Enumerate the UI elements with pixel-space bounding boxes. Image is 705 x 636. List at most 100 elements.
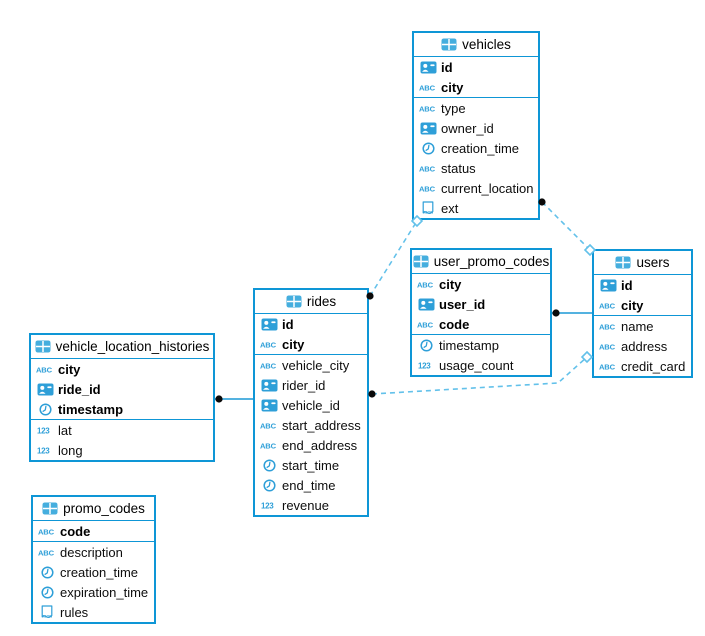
text-type-icon: ABC <box>599 342 616 351</box>
column-type-slot: ABC <box>418 103 438 113</box>
table-name: vehicles <box>462 37 511 52</box>
column-row-user_id: user_id <box>412 294 550 314</box>
column-row-id: id <box>594 275 691 295</box>
table-vehicles[interactable]: vehicles id ABC city ABC type owner_id c… <box>412 31 540 220</box>
svg-text:ABC: ABC <box>599 342 616 351</box>
table-rides[interactable]: rides id ABC city ABC vehicle_city rider… <box>253 288 369 517</box>
text-type-icon: ABC <box>417 320 434 329</box>
column-name: type <box>441 100 466 116</box>
table-user_promo_codes[interactable]: user_promo_codes ABC city user_id ABC co… <box>410 248 552 377</box>
table-users[interactable]: users id ABC city ABC name ABC address A… <box>592 249 693 378</box>
columns-section: ABC type owner_id creation_time ABC stat… <box>414 98 538 218</box>
svg-text:ABC: ABC <box>260 421 277 430</box>
column-name: usage_count <box>439 357 514 373</box>
column-type-slot: ABC <box>259 420 279 430</box>
columns-section: 123 lat 123 long <box>31 420 213 460</box>
column-name: start_time <box>282 457 340 473</box>
text-type-icon: ABC <box>36 365 53 374</box>
column-name: city <box>621 297 644 313</box>
uuid-icon <box>600 279 616 291</box>
column-name: name <box>621 318 654 334</box>
text-type-icon: ABC <box>260 361 277 370</box>
svg-text:ABC: ABC <box>417 280 434 289</box>
column-type-slot: 123 <box>259 500 279 510</box>
column-row-city: ABC city <box>594 295 691 315</box>
column-type-slot: JSON <box>37 605 57 619</box>
uuid-icon <box>420 61 436 73</box>
column-row-rider_id: rider_id <box>255 375 367 395</box>
column-name: revenue <box>282 497 329 513</box>
column-type-slot: 123 <box>35 445 55 455</box>
table-icon <box>286 295 302 308</box>
uuid-icon <box>261 399 277 411</box>
column-type-slot: ABC <box>418 163 438 173</box>
table-name: promo_codes <box>63 501 145 516</box>
column-name: rules <box>60 604 89 620</box>
table-vehicle_location_histories[interactable]: vehicle_location_histories ABC city ride… <box>29 333 215 462</box>
text-type-icon: ABC <box>38 527 55 536</box>
clock-icon <box>262 458 276 472</box>
column-row-current_location: ABC current_location <box>414 178 538 198</box>
clock-icon <box>419 338 433 352</box>
svg-text:ABC: ABC <box>419 83 436 92</box>
svg-text:ABC: ABC <box>260 340 277 349</box>
column-type-slot: ABC <box>598 361 618 371</box>
column-row-city: ABC city <box>31 359 213 379</box>
table-header[interactable]: vehicles <box>414 33 538 57</box>
text-type-icon: ABC <box>599 362 616 371</box>
column-type-slot: ABC <box>416 319 436 329</box>
number-type-icon: 123 <box>37 426 51 435</box>
table-header[interactable]: rides <box>255 290 367 314</box>
table-header[interactable]: user_promo_codes <box>412 250 550 274</box>
svg-text:ABC: ABC <box>599 322 616 331</box>
column-row-type: ABC type <box>414 98 538 118</box>
text-type-icon: ABC <box>38 548 55 557</box>
column-type-slot: ABC <box>418 183 438 193</box>
column-row-city: ABC city <box>255 334 367 354</box>
column-name: description <box>60 544 123 560</box>
table-promo_codes[interactable]: promo_codes ABC code ABC description cre… <box>31 495 156 624</box>
column-type-slot: 123 <box>35 425 55 435</box>
column-type-slot <box>416 338 436 352</box>
json-type-icon: JSON <box>41 605 52 619</box>
column-row-city: ABC city <box>412 274 550 294</box>
key-columns-section: id ABC city <box>255 314 367 355</box>
column-type-slot: JSON <box>418 201 438 215</box>
column-type-slot: ABC <box>35 364 55 374</box>
column-type-slot: ABC <box>259 440 279 450</box>
table-name: users <box>636 255 670 270</box>
svg-text:ABC: ABC <box>260 441 277 450</box>
column-row-end_address: ABC end_address <box>255 435 367 455</box>
column-type-slot <box>35 402 55 416</box>
relation-dot-marker <box>368 390 376 398</box>
column-row-id: id <box>255 314 367 334</box>
column-type-slot: ABC <box>418 82 438 92</box>
svg-text:ABC: ABC <box>38 548 55 557</box>
column-type-slot: ABC <box>259 360 279 370</box>
clock-icon <box>40 585 54 599</box>
columns-section: timestamp 123 usage_count <box>412 335 550 375</box>
column-type-slot <box>416 298 436 311</box>
column-name: timestamp <box>439 337 499 353</box>
column-row-vehicle_id: vehicle_id <box>255 395 367 415</box>
clock-icon <box>38 402 52 416</box>
column-name: city <box>439 276 462 292</box>
svg-text:ABC: ABC <box>599 301 616 310</box>
column-type-slot <box>418 141 438 155</box>
column-row-creation_time: creation_time <box>414 138 538 158</box>
column-type-slot <box>418 61 438 74</box>
column-name: rider_id <box>282 377 326 393</box>
column-name: city <box>282 336 305 352</box>
table-header[interactable]: users <box>594 251 691 275</box>
column-row-city: ABC city <box>414 77 538 97</box>
number-type-icon: 123 <box>418 361 432 370</box>
table-header[interactable]: vehicle_location_histories <box>31 335 213 359</box>
column-row-ext: JSON ext <box>414 198 538 218</box>
text-type-icon: ABC <box>419 164 436 173</box>
table-header[interactable]: promo_codes <box>33 497 154 521</box>
column-name: expiration_time <box>60 584 149 600</box>
column-name: user_id <box>439 296 486 312</box>
column-type-slot: ABC <box>259 339 279 349</box>
column-row-expiration_time: expiration_time <box>33 582 154 602</box>
